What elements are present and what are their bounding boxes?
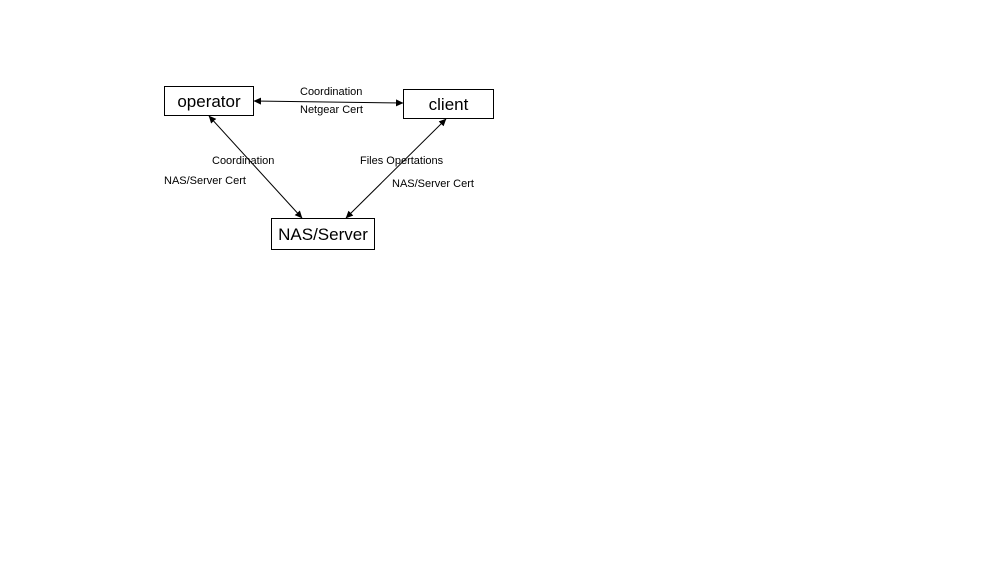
operator-client-label-line1: Coordination: [300, 86, 363, 98]
arrow-operator-client: [253, 97, 404, 107]
nas-server-node: NAS/Server: [271, 218, 375, 250]
nas-server-node-label: NAS/Server: [278, 224, 368, 244]
client-node: client: [403, 89, 494, 119]
arrow-client-nas: [345, 118, 447, 219]
operator-nas-label-line2: NAS/Server Cert: [164, 175, 246, 187]
operator-node: operator: [164, 86, 254, 116]
client-nas-label-line2: NAS/Server Cert: [392, 178, 474, 190]
operator-node-label: operator: [177, 91, 241, 111]
client-node-label: client: [428, 94, 469, 114]
client-nas-label-line1: Files Opertations: [360, 155, 444, 167]
operator-nas-label-line1: Coordination: [212, 155, 275, 167]
operator-client-label-line2: Netgear Cert: [300, 104, 363, 116]
arrow-operator-nas: [208, 115, 303, 219]
